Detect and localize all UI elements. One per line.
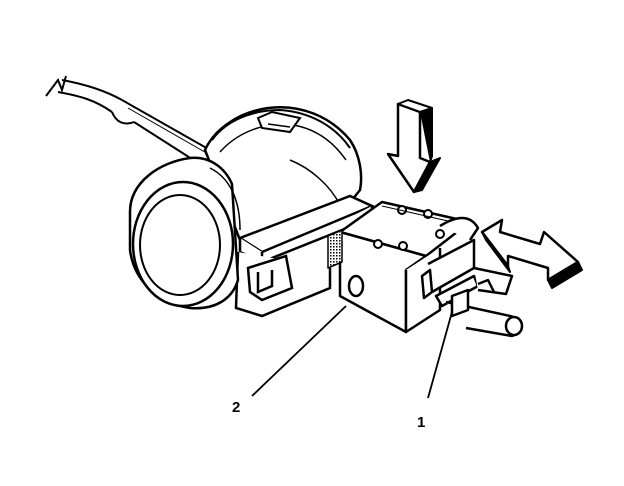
leader-line-1	[427, 311, 453, 399]
movement-arrow	[480, 218, 583, 289]
callout-label-1: 1	[417, 414, 425, 431]
bracket	[234, 194, 376, 318]
leader-lines	[251, 305, 453, 399]
leader-line-2	[251, 305, 347, 397]
cable	[45, 75, 211, 169]
plunger-assembly	[420, 216, 524, 338]
round-housing	[128, 156, 241, 310]
pressure-arrow	[386, 99, 441, 194]
callout-label-2: 2	[232, 399, 240, 416]
